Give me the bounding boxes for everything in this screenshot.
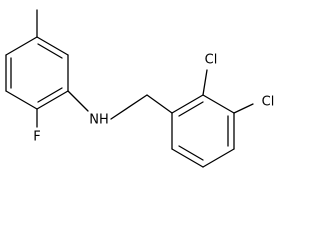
chlorine-right-atom-label: Cl bbox=[262, 95, 275, 110]
nh-atom-label: NH bbox=[89, 113, 109, 128]
fluorine-atom-label: F bbox=[33, 130, 40, 145]
chlorine-upper-atom-label: Cl bbox=[205, 53, 218, 68]
bond-lines bbox=[5, 9, 254, 168]
molecule-drawing: NH F Cl Cl bbox=[5, 9, 275, 168]
structure-canvas: NH F Cl Cl bbox=[5, 9, 275, 168]
